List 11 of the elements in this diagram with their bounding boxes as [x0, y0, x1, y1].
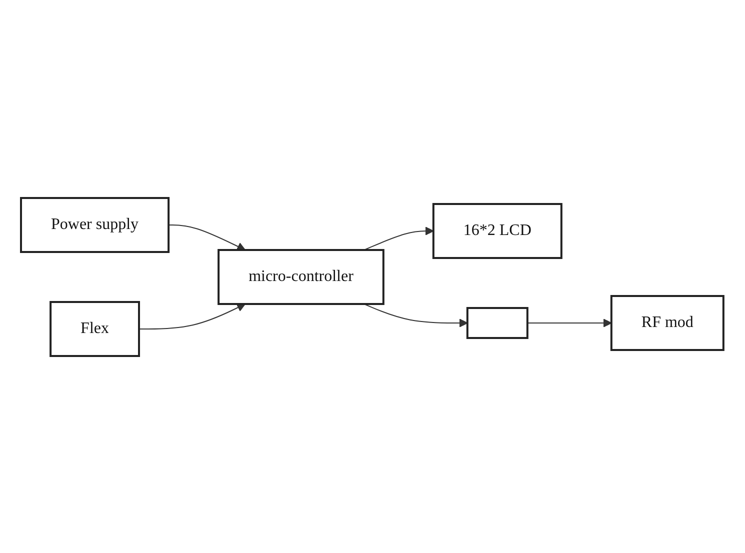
arrow [364, 226, 434, 250]
node-box: Power supply [20, 196, 170, 252]
node-box: Flex [50, 300, 140, 356]
arrow [527, 318, 612, 327]
arrow [138, 302, 246, 329]
arrow [168, 224, 246, 250]
node-box: 16*2 LCD [432, 202, 563, 258]
node-box: RF mod [610, 294, 725, 350]
node-box: micro-controller [218, 248, 385, 304]
node-box [466, 306, 529, 338]
arrow [364, 303, 468, 327]
